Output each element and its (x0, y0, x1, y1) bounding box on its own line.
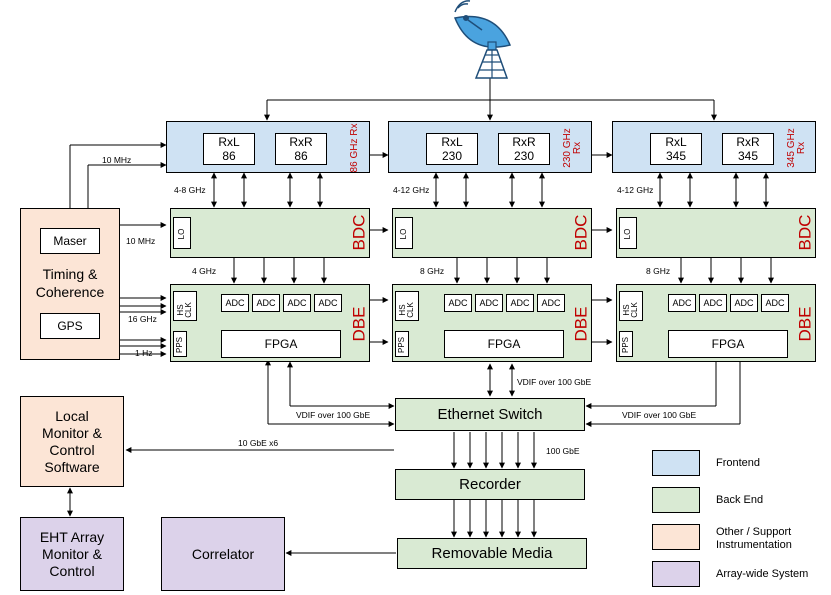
lo-345: LO (619, 217, 637, 249)
label-1hz: 1 Hz (135, 348, 153, 358)
bdc-230: LO BDC (392, 208, 592, 258)
legend-swatch-support (652, 524, 700, 550)
dbe-title-86: DBE (349, 306, 369, 342)
gps-box: GPS (40, 313, 100, 339)
adc-345-3: ADC (730, 294, 758, 312)
dbe-230: HS CLK ADC ADC ADC ADC FPGA PPS DBE (392, 284, 592, 362)
label-vdif-mid: VDIF over 100 GbE (517, 377, 592, 387)
legend-label-array: Array-wide System (716, 568, 809, 580)
adc-86-2: ADC (252, 294, 280, 312)
lo-86: LO (173, 217, 191, 249)
rx-band-345: 345 GHz Rx (786, 128, 807, 168)
adc-86-4: ADC (314, 294, 342, 312)
frontend-86: RxL 86 RxR 86 86 GHz Rx (166, 121, 370, 173)
fpga-86: FPGA (221, 330, 341, 358)
ethernet-switch: Ethernet Switch (395, 398, 585, 431)
bdc-title-230: BDC (571, 214, 591, 251)
label-10mhz-lo: 10 MHz (126, 236, 156, 246)
if-label-86: 4-8 GHz (174, 185, 206, 195)
fpga-230: FPGA (444, 330, 564, 358)
pps-345: PPS (619, 331, 633, 357)
local-monitor-control: Local Monitor & Control Software (20, 396, 124, 487)
if-label-345: 4-12 GHz (617, 185, 654, 195)
adc-230-4: ADC (537, 294, 565, 312)
hs-clk-345: HS CLK (619, 291, 643, 321)
pps-86: PPS (173, 331, 187, 357)
label-10mhz-rx: 10 MHz (102, 155, 132, 165)
rx-right-86: RxR 86 (275, 133, 327, 165)
if-label-230: 4-12 GHz (393, 185, 430, 195)
eht-array-monitor: EHT Array Monitor & Control (20, 517, 124, 591)
dbe-title-345: DBE (795, 306, 815, 342)
bdc-title-345: BDC (795, 214, 815, 251)
pps-230: PPS (395, 331, 409, 357)
legend-swatch-backend (652, 487, 700, 513)
label-vdif-right: VDIF over 100 GbE (622, 410, 697, 420)
rx-band-86: 86 GHz Rx (349, 123, 360, 173)
label-100gbe: 100 GbE (546, 446, 580, 456)
rx-left-230: RxL 230 (426, 133, 478, 165)
timing-title: Timing & Coherence (35, 266, 105, 300)
bdc-out-label-345: 8 GHz (646, 266, 671, 276)
fpga-345: FPGA (668, 330, 788, 358)
rx-band-230: 230 GHz Rx (562, 128, 583, 168)
correlator: Correlator (161, 517, 285, 591)
label-vdif-left: VDIF over 100 GbE (296, 410, 371, 420)
hs-clk-86: HS CLK (173, 291, 197, 321)
bdc-out-label-86: 4 GHz (192, 266, 217, 276)
dbe-345: HS CLK ADC ADC ADC ADC FPGA PPS DBE (616, 284, 816, 362)
radio-dish-icon (453, 0, 512, 79)
maser-box: Maser (40, 228, 100, 254)
rx-right-345: RxR 345 (722, 133, 774, 165)
legend-swatch-array (652, 561, 700, 587)
hs-clk-230: HS CLK (395, 291, 419, 321)
bdc-title-86: BDC (349, 214, 369, 251)
adc-86-1: ADC (221, 294, 249, 312)
legend-label-backend: Back End (716, 494, 764, 506)
timing-coherence: Maser Timing & Coherence GPS (20, 208, 120, 360)
adc-230-1: ADC (444, 294, 472, 312)
legend-swatch-frontend (652, 450, 700, 476)
dbe-86: HS CLK ADC ADC ADC ADC FPGA PPS DBE (170, 284, 370, 362)
label-16ghz: 16 GHz (128, 314, 157, 324)
label-10gbe-x6: 10 GbE x6 (238, 438, 279, 448)
adc-230-2: ADC (475, 294, 503, 312)
legend-label-support: Other / Support Instrumentation (716, 526, 792, 551)
bdc-out-label-230: 8 GHz (420, 266, 445, 276)
lo-230: LO (395, 217, 413, 249)
recorder: Recorder (395, 469, 585, 500)
bdc-86: LO BDC (170, 208, 370, 258)
frontend-345: RxL 345 RxR 345 345 GHz Rx (612, 121, 816, 173)
bdc-345: LO BDC (616, 208, 816, 258)
adc-230-3: ADC (506, 294, 534, 312)
dbe-title-230: DBE (571, 306, 591, 342)
legend-label-frontend: Frontend (716, 457, 761, 469)
frontend-230: RxL 230 RxR 230 230 GHz Rx (388, 121, 592, 173)
adc-345-4: ADC (761, 294, 789, 312)
rx-left-86: RxL 86 (203, 133, 255, 165)
rx-left-345: RxL 345 (650, 133, 702, 165)
adc-86-3: ADC (283, 294, 311, 312)
adc-345-2: ADC (699, 294, 727, 312)
rx-right-230: RxR 230 (498, 133, 550, 165)
removable-media: Removable Media (397, 538, 587, 569)
adc-345-1: ADC (668, 294, 696, 312)
